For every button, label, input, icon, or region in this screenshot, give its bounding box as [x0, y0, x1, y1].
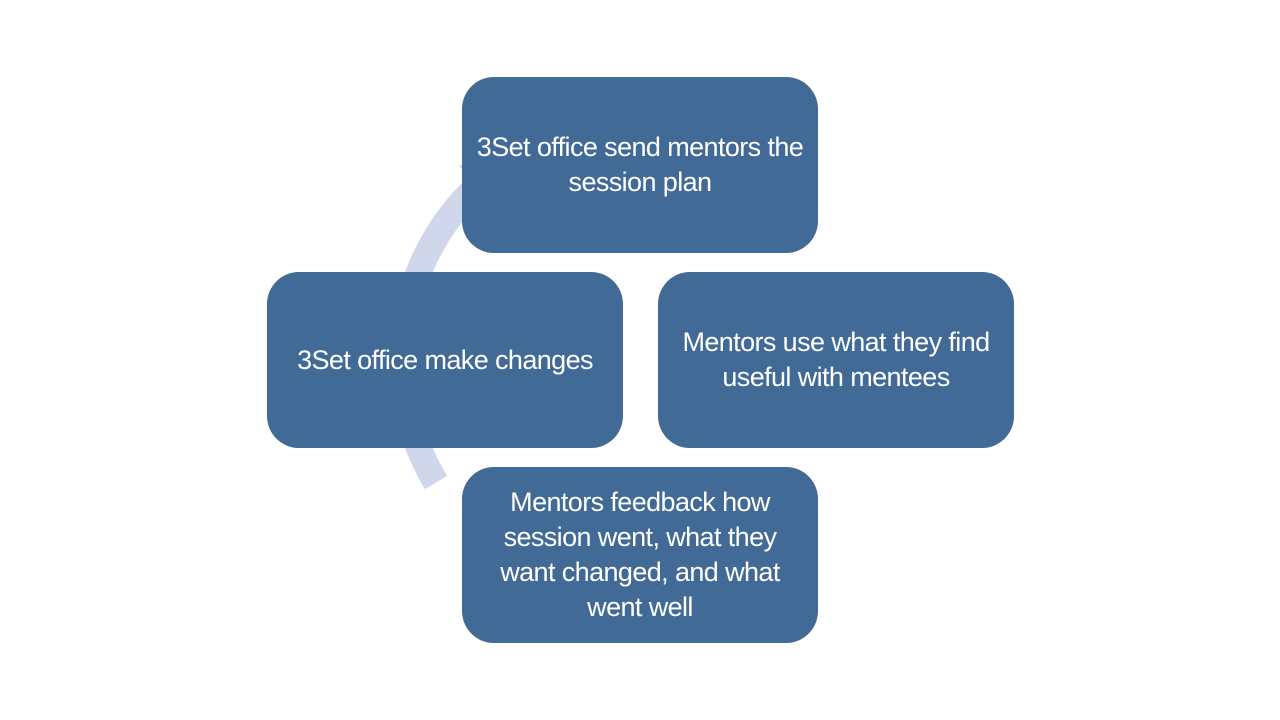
step-label: 3Set office send mentors the session pla…: [476, 132, 804, 197]
step-label: Mentors use what they find useful with m…: [682, 327, 990, 392]
step-box-send-session-plan: 3Set office send mentors the session pla…: [462, 77, 818, 253]
step-label: Mentors feedback how session went, what …: [500, 487, 780, 622]
step-label: 3Set office make changes: [297, 344, 593, 375]
step-box-mentors-use: Mentors use what they find useful with m…: [658, 272, 1014, 448]
step-box-mentors-feedback: Mentors feedback how session went, what …: [462, 467, 818, 643]
step-box-make-changes: 3Set office make changes: [267, 272, 623, 448]
